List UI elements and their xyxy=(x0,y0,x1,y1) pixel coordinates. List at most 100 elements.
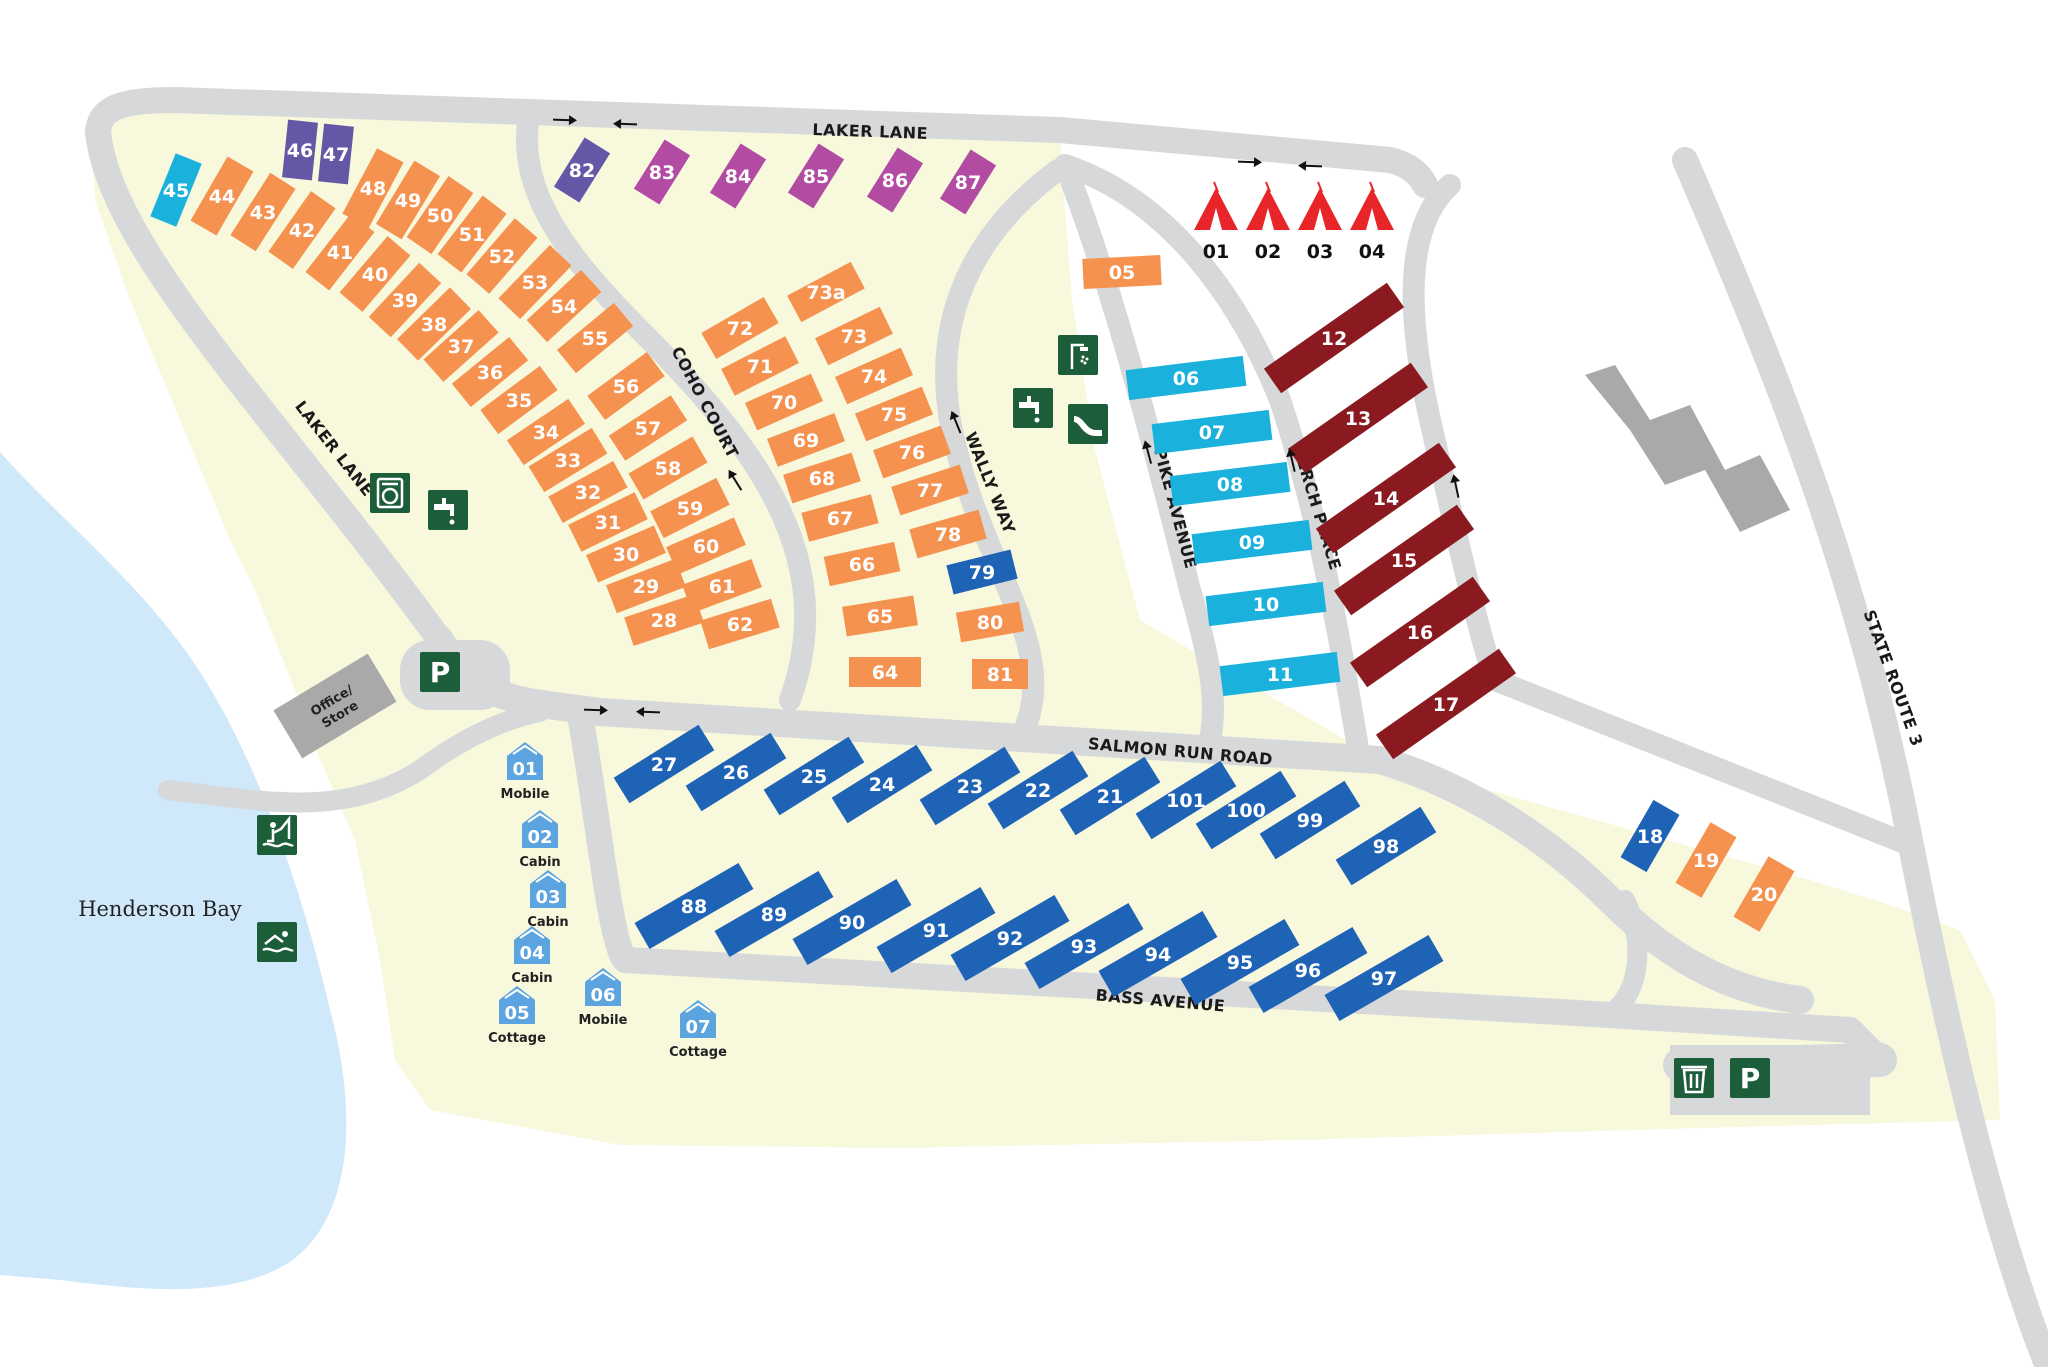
campsite-25[interactable]: 25 xyxy=(763,736,865,817)
campsite-92[interactable]: 92 xyxy=(950,895,1070,983)
campsite-69[interactable]: 69 xyxy=(767,413,845,468)
campsite-05[interactable]: 05 xyxy=(1082,254,1162,290)
trash-icon[interactable] xyxy=(1674,1058,1714,1098)
campsite-14[interactable]: 14 xyxy=(1315,442,1458,555)
campsite-08[interactable]: 08 xyxy=(1169,461,1291,507)
campsite-11[interactable]: 11 xyxy=(1219,651,1341,697)
campsite-49[interactable]: 49 xyxy=(375,160,442,241)
campsite-46[interactable]: 46 xyxy=(282,119,318,181)
campsite-59[interactable]: 59 xyxy=(650,477,730,540)
campsite-56[interactable]: 56 xyxy=(587,351,666,422)
campsite-48[interactable]: 48 xyxy=(341,148,405,229)
campsite-32[interactable]: 32 xyxy=(548,461,628,525)
campsite-30[interactable]: 30 xyxy=(586,525,666,583)
campsite-50[interactable]: 50 xyxy=(405,175,475,255)
campsite-79[interactable]: 79 xyxy=(946,549,1018,595)
campsite-60[interactable]: 60 xyxy=(666,517,746,575)
campsite-15[interactable]: 15 xyxy=(1333,504,1476,617)
campsite-51[interactable]: 51 xyxy=(436,195,508,275)
campsite-98[interactable]: 98 xyxy=(1335,806,1437,887)
campsite-21[interactable]: 21 xyxy=(1059,756,1161,837)
campsite-90[interactable]: 90 xyxy=(792,879,912,967)
campsite-40[interactable]: 40 xyxy=(338,235,412,314)
campsite-88[interactable]: 88 xyxy=(634,863,754,951)
campsite-67[interactable]: 67 xyxy=(801,494,879,542)
campsite-36[interactable]: 36 xyxy=(451,336,530,409)
campsite-96[interactable]: 96 xyxy=(1248,927,1368,1015)
water-tap-icon[interactable] xyxy=(1013,388,1053,428)
campsite-77[interactable]: 77 xyxy=(891,464,969,516)
campsite-68[interactable]: 68 xyxy=(783,452,861,504)
campsite-83[interactable]: 83 xyxy=(633,139,693,206)
tent-site-01[interactable]: 01 xyxy=(1194,181,1238,263)
campsite-19[interactable]: 19 xyxy=(1674,821,1738,899)
campsite-80[interactable]: 80 xyxy=(955,601,1025,643)
tent-site-04[interactable]: 04 xyxy=(1350,181,1394,263)
campsite-84[interactable]: 84 xyxy=(709,143,769,210)
campsite-85[interactable]: 85 xyxy=(787,143,847,210)
water-tap-icon[interactable] xyxy=(428,490,468,530)
campsite-33[interactable]: 33 xyxy=(528,427,608,494)
campsite-39[interactable]: 39 xyxy=(368,262,444,340)
campsite-06[interactable]: 06 xyxy=(1125,355,1247,401)
campsite-78[interactable]: 78 xyxy=(909,509,987,559)
campsite-18[interactable]: 18 xyxy=(1619,799,1681,873)
campsite-17[interactable]: 17 xyxy=(1375,648,1518,761)
campsite-44[interactable]: 44 xyxy=(189,156,255,237)
campsite-13[interactable]: 13 xyxy=(1287,362,1430,475)
campsite-73[interactable]: 73 xyxy=(815,306,894,367)
campsite-20[interactable]: 20 xyxy=(1732,855,1796,933)
campsite-12[interactable]: 12 xyxy=(1263,282,1406,395)
shower-icon[interactable] xyxy=(1058,335,1098,375)
campsite-89[interactable]: 89 xyxy=(714,871,834,959)
dump-station-icon[interactable] xyxy=(1068,404,1108,444)
campsite-29[interactable]: 29 xyxy=(606,558,686,614)
campsite-34[interactable]: 34 xyxy=(506,398,587,467)
campsite-41[interactable]: 41 xyxy=(304,213,377,293)
campsite-81[interactable]: 81 xyxy=(972,659,1028,689)
campsite-99[interactable]: 99 xyxy=(1259,780,1361,861)
campsite-87[interactable]: 87 xyxy=(939,149,999,216)
campsite-23[interactable]: 23 xyxy=(919,746,1021,827)
campsite-75[interactable]: 75 xyxy=(855,386,933,443)
campsite-22[interactable]: 22 xyxy=(987,750,1089,831)
campsite-76[interactable]: 76 xyxy=(873,425,951,480)
campsite-64[interactable]: 64 xyxy=(849,657,921,687)
campsite-16[interactable]: 16 xyxy=(1349,576,1492,689)
parking-icon[interactable]: P xyxy=(1730,1058,1770,1098)
campsite-47[interactable]: 47 xyxy=(318,123,354,185)
campsite-101[interactable]: 101 xyxy=(1134,757,1240,844)
campsite-43[interactable]: 43 xyxy=(229,172,298,253)
fishing-icon[interactable] xyxy=(257,815,297,855)
campsite-61[interactable]: 61 xyxy=(682,559,762,614)
campsite-66[interactable]: 66 xyxy=(823,541,901,587)
campsite-95[interactable]: 95 xyxy=(1180,919,1300,1007)
campsite-52[interactable]: 52 xyxy=(465,217,539,295)
campsite-82[interactable]: 82 xyxy=(553,137,613,204)
campsite-58[interactable]: 58 xyxy=(628,436,708,501)
campsite-45[interactable]: 45 xyxy=(148,152,204,227)
campsite-62[interactable]: 62 xyxy=(700,598,780,650)
campsite-65[interactable]: 65 xyxy=(842,595,918,637)
tent-site-02[interactable]: 02 xyxy=(1246,181,1290,263)
campsite-94[interactable]: 94 xyxy=(1098,911,1218,999)
campsite-35[interactable]: 35 xyxy=(480,365,559,436)
campsite-93[interactable]: 93 xyxy=(1024,903,1144,991)
campsite-70[interactable]: 70 xyxy=(745,373,824,432)
campsite-42[interactable]: 42 xyxy=(267,190,338,270)
campsite-97[interactable]: 97 xyxy=(1324,935,1444,1023)
campsite-10[interactable]: 10 xyxy=(1205,581,1327,627)
campsite-07[interactable]: 07 xyxy=(1151,409,1273,455)
campsite-72[interactable]: 72 xyxy=(701,297,779,361)
campsite-91[interactable]: 91 xyxy=(876,887,996,975)
campsite-100[interactable]: 100 xyxy=(1194,767,1300,854)
laundry-icon[interactable] xyxy=(370,473,410,513)
campsite-86[interactable]: 86 xyxy=(866,147,926,214)
